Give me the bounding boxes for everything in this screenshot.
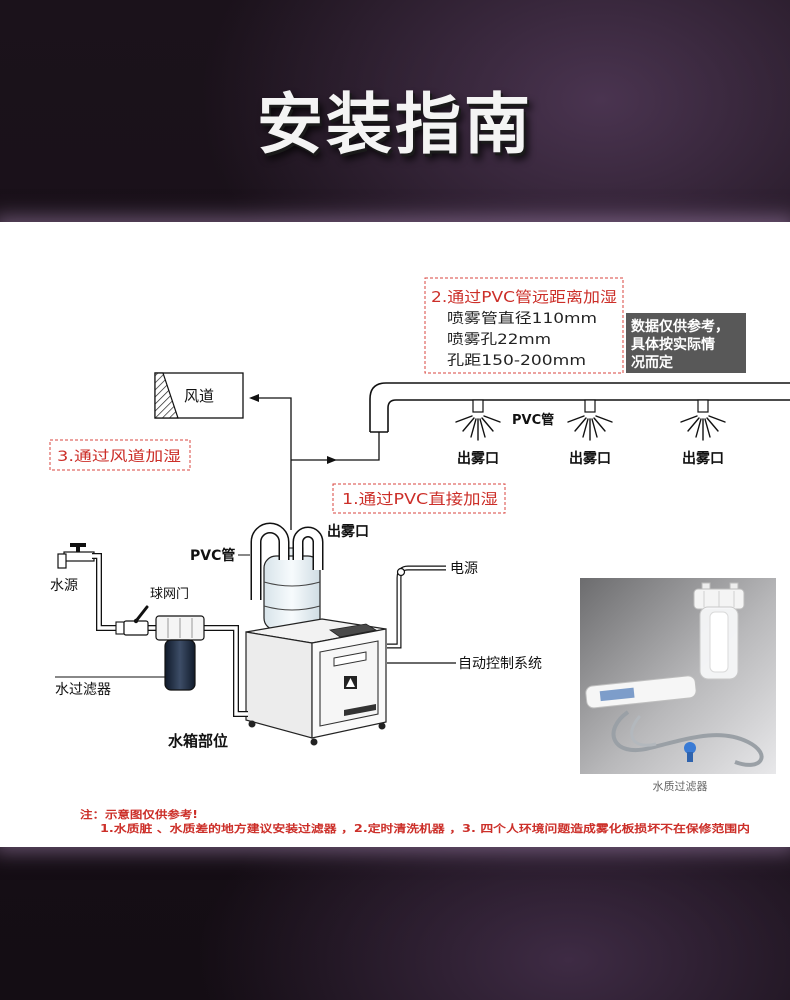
filter-to-tank-pipe-outline bbox=[204, 625, 248, 717]
filter-photo bbox=[580, 578, 776, 774]
photo-filter-cartridge bbox=[585, 675, 697, 709]
water-inlet-pipe bbox=[92, 553, 248, 717]
duct-flow-line bbox=[251, 397, 292, 530]
machine-handle bbox=[333, 651, 367, 667]
machine-outlet-pipes bbox=[250, 522, 324, 600]
machine-wheel bbox=[378, 722, 386, 730]
machine-side-face bbox=[245, 631, 313, 739]
power-cable-core bbox=[387, 566, 446, 648]
filter-photo-background bbox=[580, 578, 776, 774]
power-cable bbox=[387, 565, 446, 649]
nozzle-outlet-label: 出雾口 bbox=[457, 450, 499, 467]
reference-note-background bbox=[626, 313, 746, 373]
filter-to-tank-pipe bbox=[204, 626, 248, 716]
air-duct-label: 风道 bbox=[184, 387, 214, 405]
reference-note-line: 况而定 bbox=[631, 354, 673, 371]
photo-hose-connector bbox=[684, 742, 696, 754]
photo-cartridge-body bbox=[585, 675, 697, 709]
inlet-pipe bbox=[92, 554, 118, 630]
photo-hose bbox=[630, 715, 657, 747]
air-duct-wall-hatch bbox=[154, 372, 179, 419]
water-tank-label: 水箱部位 bbox=[168, 732, 228, 750]
method-remote-pvc-heading: 2.通过PVC管远距离加湿 bbox=[431, 288, 617, 306]
page-title: 安装指南 bbox=[257, 86, 533, 163]
reference-note-line: 数据仅供参考， bbox=[631, 318, 729, 335]
water-bottle bbox=[263, 547, 321, 631]
power-label: 电源 bbox=[450, 561, 478, 577]
method-direct-pvc-label: 1.通过PVC直接加湿 bbox=[342, 490, 498, 508]
method-air-duct: 3.通过风道加湿 bbox=[49, 439, 191, 471]
water-source-label: 水源 bbox=[50, 578, 78, 594]
method-direct-pvc-frame bbox=[332, 483, 506, 514]
spray-nozzle bbox=[680, 399, 726, 441]
duct-flow-arrowhead bbox=[249, 394, 259, 402]
photo-housing-cartridge bbox=[709, 611, 729, 673]
notes-heading: 注：示意图仅供参考! bbox=[80, 808, 198, 821]
ball-valve-pivot bbox=[133, 618, 139, 624]
method-air-duct-label: 3.通过风道加湿 bbox=[57, 449, 181, 465]
machine-logo-mark bbox=[346, 678, 355, 687]
photo-hose bbox=[611, 710, 764, 767]
power-cable-outline bbox=[387, 565, 446, 649]
inlet-pipe-outline bbox=[92, 553, 118, 631]
air-duct: 风道 bbox=[154, 372, 244, 419]
faucet-spout bbox=[57, 553, 67, 569]
control-system-label: 自动控制系统 bbox=[458, 656, 542, 672]
bottle-body bbox=[263, 555, 321, 631]
machine-wheel bbox=[310, 738, 318, 746]
spec-hole-size: 喷雾孔22mm bbox=[447, 332, 551, 348]
machine-wheel bbox=[248, 720, 256, 728]
filter-photo-caption: 水质过滤器 bbox=[653, 780, 708, 793]
spray-nozzle bbox=[567, 399, 613, 441]
faucet-handle bbox=[70, 543, 86, 547]
method-remote-pvc: 2.通过PVC管远距离加湿 喷雾管直径110mm 喷雾孔22mm 孔距150-2… bbox=[424, 277, 624, 374]
machine-nameplate bbox=[344, 704, 376, 716]
water-filter bbox=[155, 615, 205, 691]
faucet-body bbox=[63, 551, 95, 562]
nozzle-outlet-label: 出雾口 bbox=[569, 450, 611, 467]
flow-lines bbox=[251, 397, 380, 530]
pvc-pipe-label: PVC管 bbox=[512, 412, 554, 428]
machine-outlet-label: 出雾口 bbox=[327, 523, 369, 540]
machine-pvc-pipe-label: PVC管 bbox=[190, 547, 235, 564]
reference-note-line: 具体按实际情 bbox=[630, 336, 715, 353]
bottle-ring bbox=[263, 605, 321, 611]
ball-valve-label: 球网门 bbox=[150, 587, 189, 602]
water-filter-housing bbox=[164, 639, 196, 691]
outlet-pipe-left bbox=[252, 524, 288, 600]
method-air-duct-frame bbox=[49, 439, 191, 471]
pvc-pipe-inner-wall bbox=[387, 399, 790, 432]
photo-hose-connector-stem bbox=[687, 752, 693, 762]
pipe-flow-line bbox=[291, 432, 380, 461]
power-plug bbox=[396, 567, 406, 577]
bottle-ring bbox=[263, 581, 321, 587]
ball-valve-lever bbox=[134, 605, 149, 623]
machine-control-panel bbox=[328, 623, 378, 638]
pvc-pipe-outer-wall bbox=[369, 382, 790, 432]
photo-cartridge-print bbox=[599, 687, 635, 702]
ball-valve bbox=[123, 605, 149, 636]
method-direct-pvc: 1.通过PVC直接加湿 bbox=[332, 483, 506, 514]
nozzle-outlet-label: 出雾口 bbox=[682, 450, 724, 467]
spec-hole-spacing: 孔距150-200mm bbox=[447, 353, 586, 369]
reference-note-box: 数据仅供参考， 具体按实际情 况而定 bbox=[626, 313, 746, 373]
spec-pipe-diameter: 喷雾管直径110mm bbox=[447, 310, 597, 327]
pipe-union bbox=[115, 621, 125, 635]
method-remote-pvc-frame bbox=[424, 277, 624, 374]
faucet-stem bbox=[76, 546, 80, 553]
notes-body: 1.水质脏 、水质差的地方建议安装过滤器 ，2.定时清洗机器 ，3. 四个人环境… bbox=[100, 822, 750, 835]
water-filter-label: 水过滤器 bbox=[55, 682, 111, 698]
outlet-pipe-right bbox=[294, 528, 322, 570]
spray-nozzle bbox=[455, 399, 501, 441]
water-source-faucet bbox=[57, 543, 95, 569]
humidifier-machine bbox=[245, 522, 387, 746]
pipe-flow-arrowhead bbox=[327, 456, 337, 464]
